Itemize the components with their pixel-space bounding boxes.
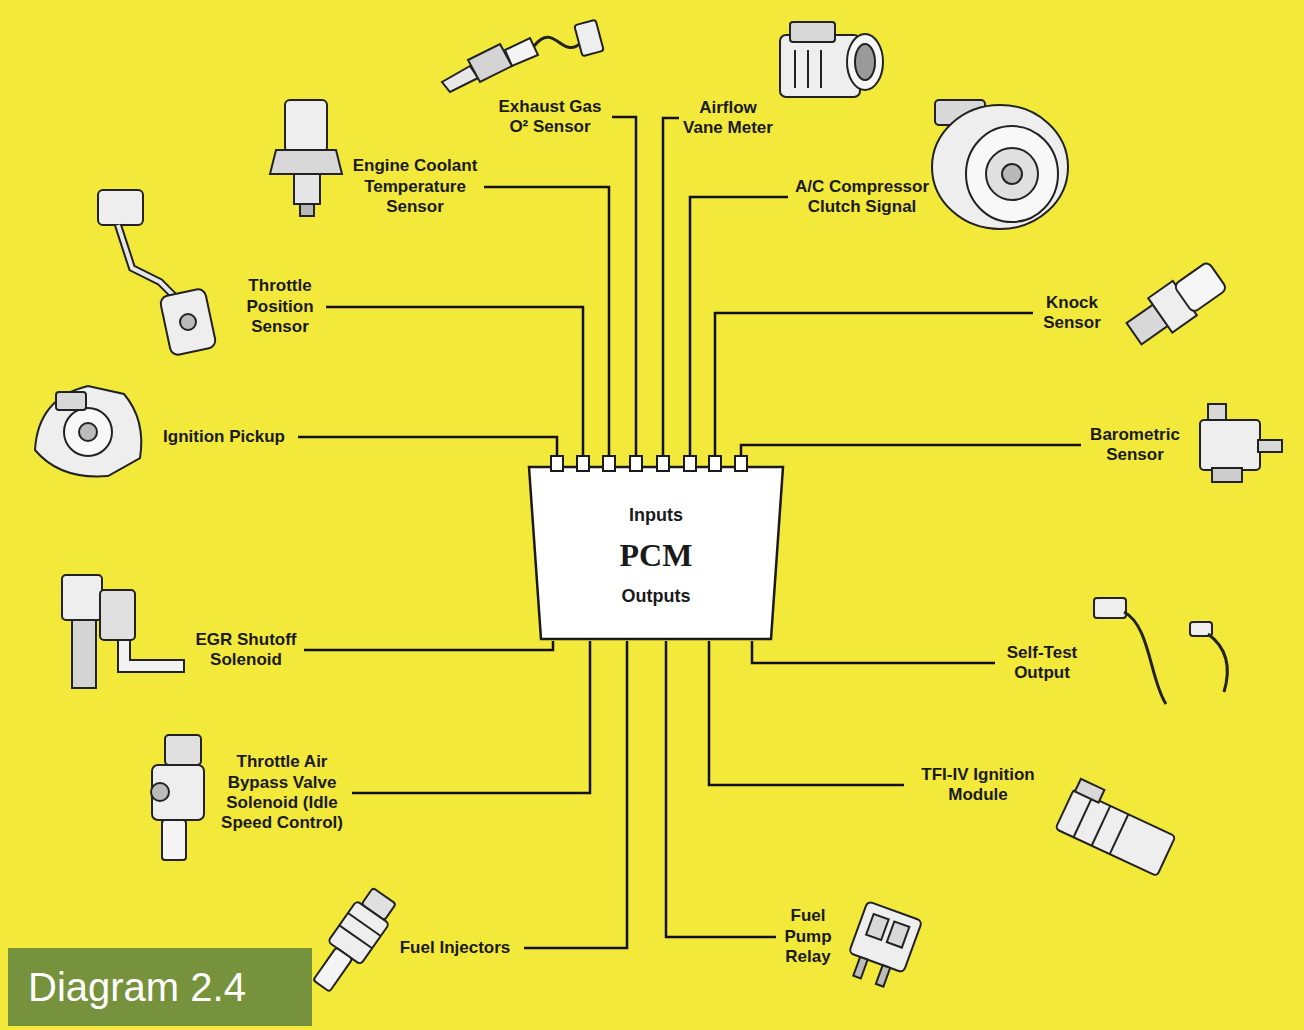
component-label: Throttle Position Sensor bbox=[238, 276, 322, 337]
connector-line bbox=[612, 117, 636, 455]
fuel-injector-icon bbox=[305, 884, 401, 997]
self-test-connector-icon bbox=[1094, 598, 1227, 704]
pcm-body bbox=[529, 467, 783, 639]
component-label: TFI-IV Ignition Module bbox=[908, 765, 1048, 806]
component-label: Barometric Sensor bbox=[1085, 425, 1185, 466]
connector-line bbox=[752, 641, 995, 663]
component-label: Fuel Pump Relay bbox=[780, 906, 836, 967]
component-name: Ignition Pickup bbox=[154, 427, 294, 447]
component-label: Throttle Air Bypass Valve Solenoid (Idle… bbox=[216, 752, 348, 834]
component-name: Fuel Injectors bbox=[390, 938, 520, 958]
component-name: Throttle Position Sensor bbox=[238, 276, 322, 337]
component-name: Fuel Pump Relay bbox=[780, 906, 836, 967]
fuel-pump-relay-icon bbox=[842, 901, 922, 991]
connector-line bbox=[709, 641, 904, 785]
egr-solenoid-icon bbox=[62, 575, 184, 688]
pcm-pin bbox=[684, 456, 696, 471]
connector-line bbox=[304, 641, 553, 650]
component-name: Self-Test Output bbox=[999, 643, 1085, 684]
connector-line bbox=[326, 307, 583, 455]
component-name: Throttle Air Bypass Valve Solenoid (Idle… bbox=[216, 752, 348, 834]
component-label: A/C Compressor Clutch Signal bbox=[792, 177, 932, 218]
coolant-sensor-icon bbox=[270, 100, 342, 216]
component-name: TFI-IV Ignition Module bbox=[908, 765, 1048, 806]
pcm-text: Outputs bbox=[622, 586, 691, 608]
component-name: EGR Shutoff Solenoid bbox=[192, 630, 300, 671]
pcm-text: Inputs bbox=[629, 505, 683, 527]
component-name: Barometric Sensor bbox=[1085, 425, 1185, 466]
tfi-module-icon bbox=[1055, 778, 1180, 876]
connector-line bbox=[663, 118, 679, 455]
connector-line bbox=[298, 437, 557, 455]
component-name: Exhaust Gas O² Sensor bbox=[492, 97, 608, 138]
connector-line bbox=[690, 197, 788, 455]
connector-line bbox=[741, 445, 1081, 455]
pcm-pin bbox=[630, 456, 642, 471]
component-label: Knock Sensor bbox=[1037, 293, 1107, 334]
component-label: Ignition Pickup bbox=[154, 427, 294, 447]
component-name: Knock Sensor bbox=[1037, 293, 1107, 334]
knock-sensor-icon bbox=[1122, 258, 1230, 351]
pcm-pin bbox=[551, 456, 563, 471]
connector-line bbox=[524, 641, 627, 948]
ac-compressor-icon bbox=[932, 100, 1068, 229]
connector-line bbox=[352, 641, 590, 793]
pcm-pin bbox=[603, 456, 615, 471]
connector-line bbox=[484, 187, 609, 455]
component-label: Airflow Vane Meter bbox=[683, 98, 773, 139]
barometric-sensor-icon bbox=[1200, 404, 1282, 482]
component-name: A/C Compressor Clutch Signal bbox=[792, 177, 932, 218]
component-name: Engine Coolant Temperature Sensor bbox=[350, 156, 480, 217]
pcm-text: PCM bbox=[620, 538, 693, 573]
throttle-position-sensor-icon bbox=[98, 190, 217, 356]
ignition-pickup-icon bbox=[35, 386, 141, 476]
pcm-pin bbox=[735, 456, 747, 471]
component-label: Engine Coolant Temperature Sensor bbox=[350, 156, 480, 217]
pcm-pin bbox=[657, 456, 669, 471]
pcm-pin bbox=[577, 456, 589, 471]
component-name: Airflow Vane Meter bbox=[683, 98, 773, 139]
component-label: Fuel Injectors bbox=[390, 938, 520, 958]
airflow-meter-icon bbox=[780, 22, 883, 97]
caption: Diagram 2.4 bbox=[28, 948, 312, 1026]
caption-panel: Diagram 2.4 bbox=[8, 948, 312, 1026]
idle-bypass-valve-icon bbox=[151, 735, 204, 860]
component-label: Exhaust Gas O² Sensor bbox=[492, 97, 608, 138]
component-label: Self-Test Output bbox=[999, 643, 1085, 684]
pcm-pin bbox=[709, 456, 721, 471]
pcm-box: InputsPCM Outputs bbox=[527, 455, 785, 641]
o2-sensor-icon bbox=[442, 20, 604, 92]
connector-line bbox=[666, 641, 776, 937]
connector-line bbox=[715, 313, 1033, 455]
component-label: EGR Shutoff Solenoid bbox=[192, 630, 300, 671]
